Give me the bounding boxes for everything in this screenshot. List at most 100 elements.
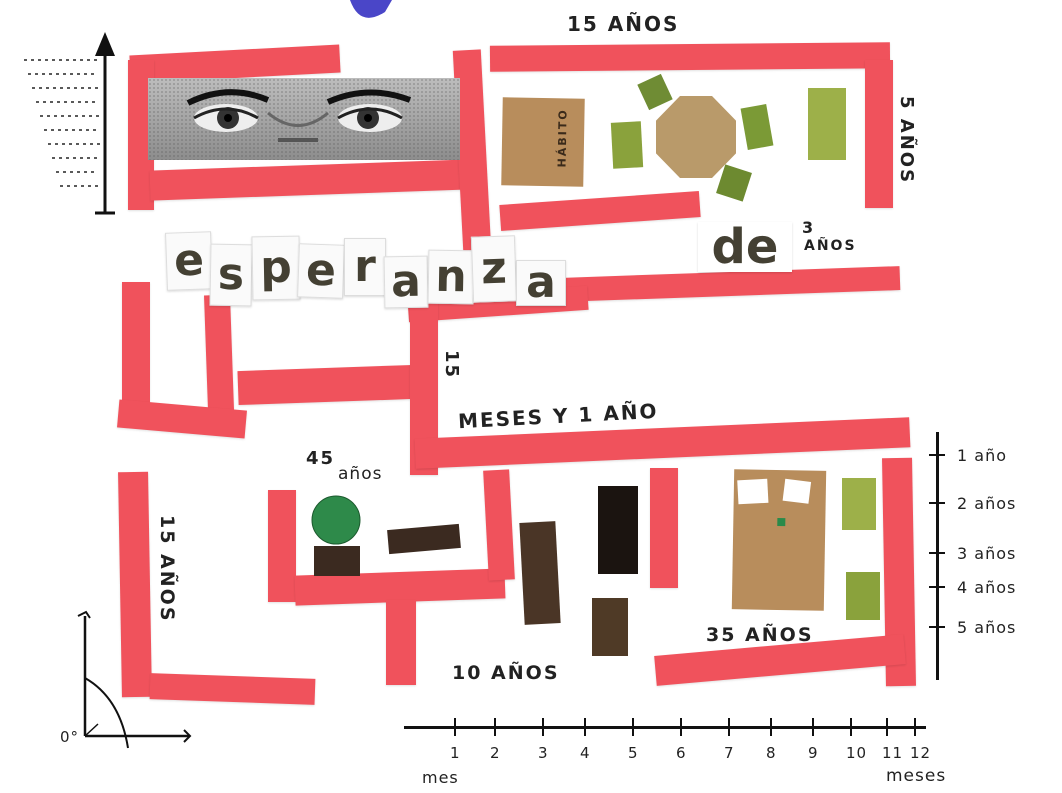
bottom-axis-tick bbox=[454, 718, 456, 736]
bottom-axis-label: 12 bbox=[910, 744, 932, 762]
bottom-axis-tick bbox=[886, 718, 888, 736]
strip-top-right-horizontal bbox=[489, 42, 891, 72]
habito-label: HÁBITO bbox=[555, 108, 570, 168]
eyes-photo-icon bbox=[148, 78, 460, 160]
strip-center-bottom-vertical bbox=[386, 600, 416, 685]
right-axis-label: 4 años bbox=[957, 578, 1017, 597]
letter-text: p bbox=[259, 241, 293, 294]
strip-center-lower-horizontal bbox=[237, 364, 414, 406]
label-forty-five: 45 bbox=[306, 448, 336, 469]
bottom-axis-tick bbox=[632, 718, 634, 736]
label-ten: 10 AÑOS bbox=[452, 662, 560, 684]
letter-cutout: n bbox=[427, 249, 475, 305]
right-axis-tick bbox=[929, 626, 945, 628]
bottom-axis-label: 10 bbox=[846, 744, 868, 762]
letter-cutout: z bbox=[470, 235, 518, 303]
violet-brush-mark bbox=[350, 0, 392, 18]
green-paper-3 bbox=[740, 104, 774, 150]
right-axis-label: 2 años bbox=[957, 494, 1017, 513]
green-paper-4 bbox=[716, 164, 752, 202]
green-paper-5 bbox=[808, 88, 846, 160]
strip-left-inner-vertical bbox=[204, 294, 234, 411]
letter-text: e bbox=[305, 244, 337, 297]
letter-text: a bbox=[390, 255, 422, 308]
bottom-axis-label: 2 bbox=[490, 744, 501, 762]
green-paper-7 bbox=[846, 572, 880, 620]
bottom-axis-tick bbox=[584, 718, 586, 736]
bottom-axis-tick bbox=[542, 718, 544, 736]
label-anos-small: AÑOS bbox=[804, 238, 857, 254]
right-axis-label: 5 años bbox=[957, 618, 1017, 637]
bottom-axis-tick bbox=[850, 718, 852, 736]
letter-cutout: a bbox=[383, 255, 429, 309]
strip-mid-bottom-vertical bbox=[650, 468, 678, 588]
right-axis-tick bbox=[929, 552, 945, 554]
label-zero-angle: 0° bbox=[60, 728, 80, 746]
brown-strip-1 bbox=[387, 523, 461, 555]
bottom-axis-tick bbox=[770, 718, 772, 736]
letter-cutout: r bbox=[344, 238, 386, 296]
axis-end-label: meses bbox=[886, 766, 947, 786]
strip-mid-short bbox=[499, 191, 701, 231]
de-text: de bbox=[711, 219, 779, 275]
octagon-kraft-paper bbox=[656, 96, 736, 178]
right-axis: 1 año 2 años 3 años 4 años 5 años bbox=[925, 428, 1055, 688]
green-paper-6 bbox=[842, 478, 876, 530]
black-piece bbox=[598, 486, 638, 574]
letter-cutout: s bbox=[209, 243, 253, 307]
strip-left-mid-vertical bbox=[122, 282, 150, 412]
letter-text: n bbox=[434, 250, 468, 303]
habito-paper: HÁBITO bbox=[501, 97, 585, 187]
bottom-axis-tick bbox=[494, 718, 496, 736]
letter-text: z bbox=[480, 242, 508, 295]
axis-start-label: mes bbox=[422, 768, 459, 787]
angle-diagram-icon bbox=[77, 610, 192, 749]
label-top: 15 AÑOS bbox=[567, 12, 680, 36]
bottom-axis-tick bbox=[728, 718, 730, 736]
right-axis-label: 1 año bbox=[957, 446, 1007, 465]
label-right-top: 5 AÑOS bbox=[896, 96, 917, 185]
right-axis-tick bbox=[929, 454, 945, 456]
green-paper-2 bbox=[637, 73, 673, 111]
right-axis-label: 3 años bbox=[957, 544, 1017, 563]
bottom-axis-label: 11 bbox=[882, 744, 904, 762]
brown-piece-3 bbox=[592, 598, 628, 656]
bottom-axis-label: 9 bbox=[808, 744, 819, 762]
letter-text: e bbox=[173, 234, 205, 287]
letter-cutout: a bbox=[516, 260, 566, 306]
letter-cutout: e bbox=[165, 231, 213, 291]
letter-text: r bbox=[354, 241, 376, 292]
de-cutout: de bbox=[698, 222, 792, 272]
cactus-icon bbox=[311, 495, 361, 576]
label-thirty-five: 35 AÑOS bbox=[706, 624, 814, 646]
letter-text: a bbox=[526, 257, 556, 308]
bottom-axis-tick bbox=[914, 718, 916, 736]
letter-cutout: e bbox=[297, 243, 345, 299]
label-middle: 15 bbox=[441, 350, 462, 380]
green-paper-1 bbox=[610, 121, 644, 169]
kraft-large-paper bbox=[731, 469, 827, 611]
strip-center-mid-vertical bbox=[483, 469, 515, 581]
label-three: 3 bbox=[802, 218, 816, 237]
bottom-axis-label: 4 bbox=[580, 744, 591, 762]
strip-right-upper-vertical bbox=[865, 60, 893, 208]
label-meses-line: MESES Y 1 AÑO bbox=[457, 398, 660, 434]
bottom-axis-label: 5 bbox=[628, 744, 639, 762]
letter-cutout: p bbox=[251, 235, 301, 301]
bottom-axis-label: 7 bbox=[724, 744, 735, 762]
right-axis-tick bbox=[929, 502, 945, 504]
bottom-axis-tick bbox=[812, 718, 814, 736]
arrow-up-icon bbox=[24, 32, 115, 215]
right-axis-tick bbox=[929, 586, 945, 588]
strip-under-eyes bbox=[149, 159, 471, 201]
bottom-axis-label: 8 bbox=[766, 744, 777, 762]
label-left-vertical: 15 AÑOS bbox=[156, 515, 178, 623]
bottom-axis-label: 1 bbox=[450, 744, 461, 762]
bottom-axis-label: 6 bbox=[676, 744, 687, 762]
brown-piece-2 bbox=[519, 521, 561, 625]
label-anos-45: años bbox=[338, 464, 383, 484]
letter-text: s bbox=[217, 248, 245, 301]
strip-45-box-left bbox=[268, 490, 296, 602]
